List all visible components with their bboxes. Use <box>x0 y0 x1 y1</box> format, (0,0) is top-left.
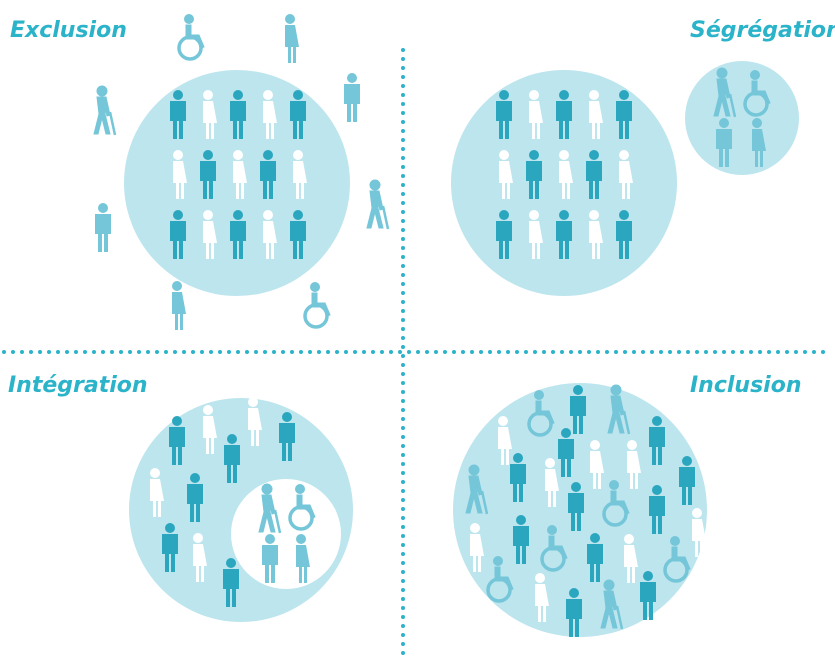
standing-woman-icon <box>285 14 299 63</box>
integration-title: Intégration <box>8 373 148 398</box>
integration-quadrant <box>129 397 353 622</box>
standing-man-icon <box>95 203 111 252</box>
cane-user-icon <box>92 84 117 137</box>
exclusion-title: Exclusion <box>10 18 127 43</box>
standing-man-icon <box>344 73 360 122</box>
wheelchair-user-icon <box>303 280 332 329</box>
integration-inner-circle <box>231 479 341 589</box>
wheelchair-user-icon <box>177 12 206 61</box>
exclusion-quadrant <box>92 12 390 330</box>
segregation-title: Ségrégation <box>690 18 835 43</box>
segregation-quadrant <box>451 61 799 296</box>
inclusion-title: Inclusion <box>690 373 802 398</box>
segregation-small-circle <box>685 61 799 175</box>
standing-woman-icon <box>172 281 186 330</box>
cane-user-icon <box>365 178 390 231</box>
inclusion-quadrant <box>453 383 707 637</box>
